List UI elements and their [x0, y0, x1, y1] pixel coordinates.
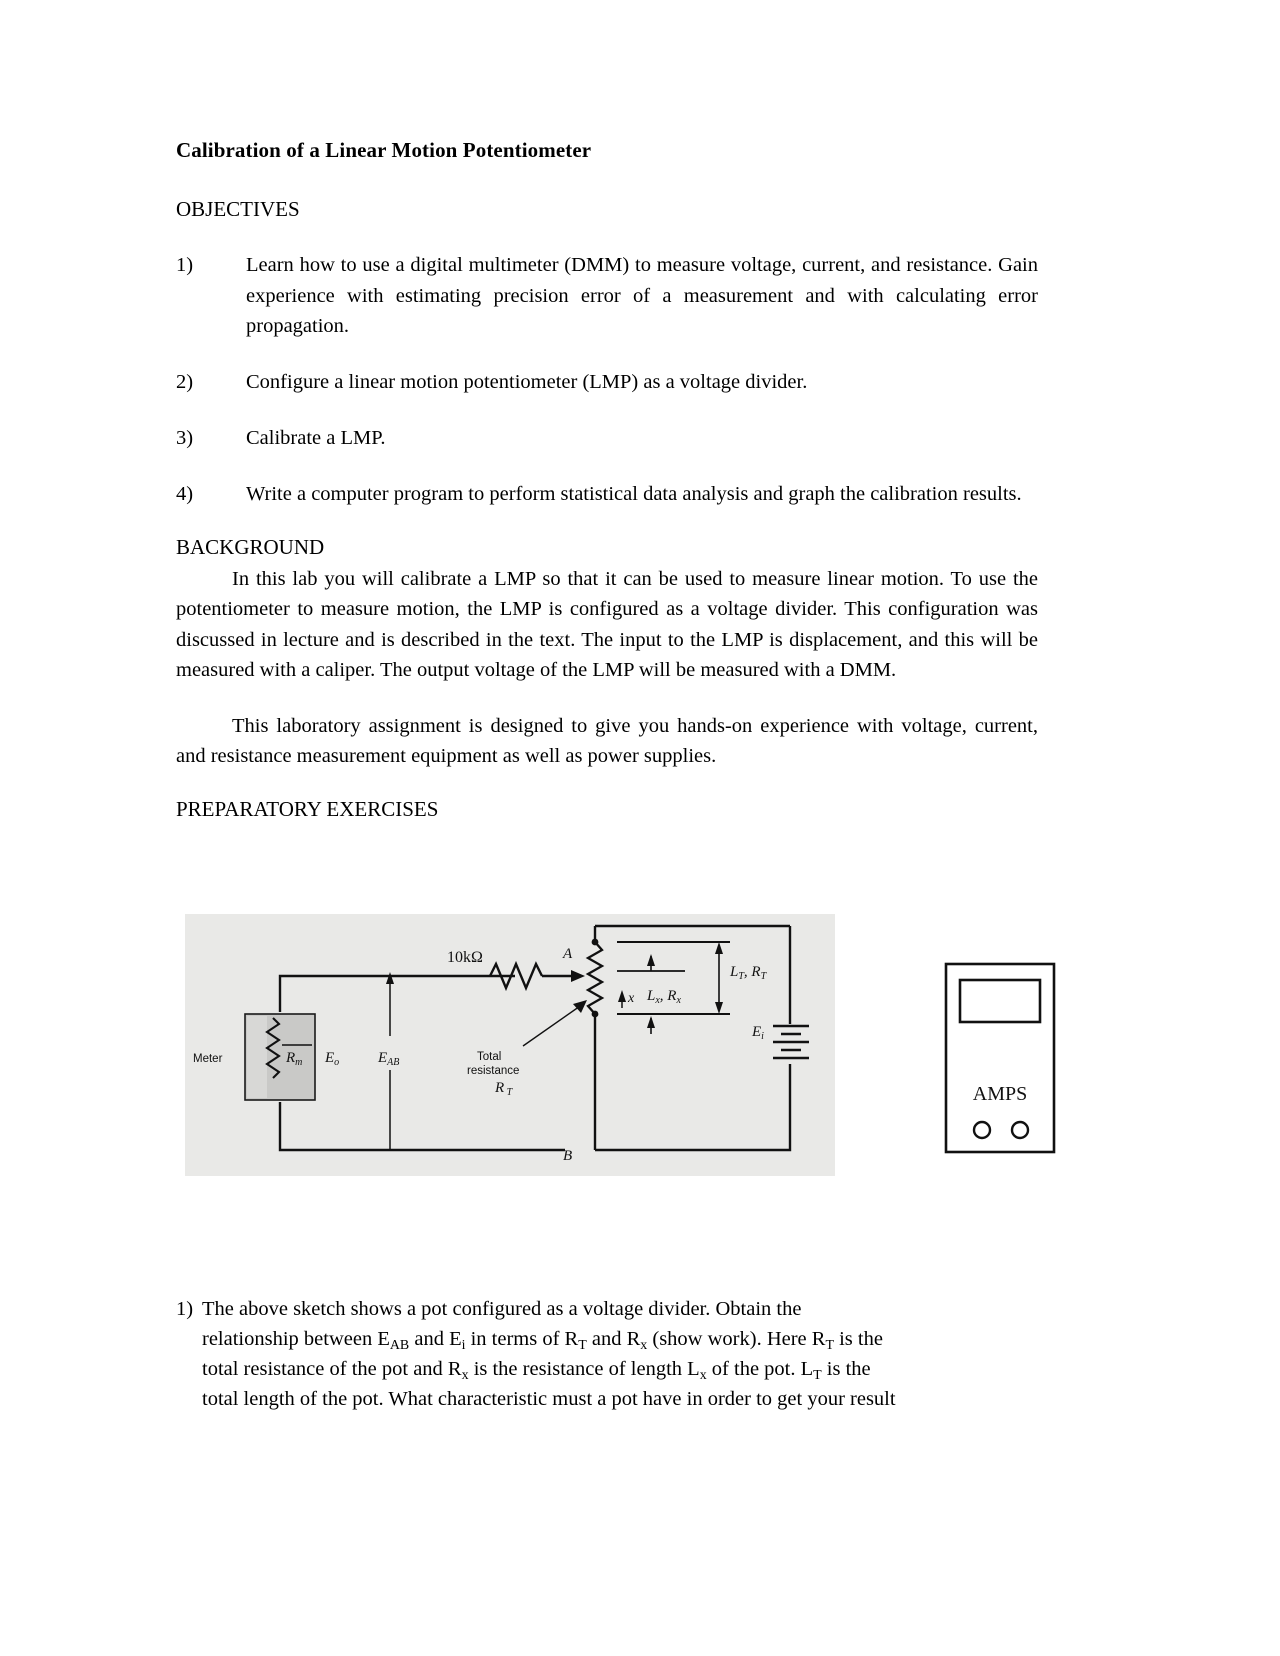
document-content: Calibration of a Linear Motion Potentiom… — [176, 138, 1038, 850]
objective-item: 1) Learn how to use a digital multimeter… — [176, 250, 1038, 340]
total-resistance-callout-line1: Total — [477, 1051, 501, 1063]
objectives-heading: OBJECTIVES — [176, 197, 300, 222]
objective-text: Configure a linear motion potentiometer … — [246, 370, 808, 393]
amps-label: AMPS — [973, 1083, 1027, 1105]
objective-number: 3) — [176, 426, 194, 449]
objective-number: 4) — [176, 483, 194, 505]
objectives-list: 1) Learn how to use a digital multimeter… — [176, 250, 1038, 509]
background-heading: BACKGROUND — [176, 535, 325, 560]
amps-meter[interactable]: AMPS — [940, 958, 1060, 1158]
question-item: 1) The above sketch shows a pot configur… — [176, 1294, 1042, 1415]
background-paragraph-2: This laboratory assignment is designed t… — [176, 714, 1038, 767]
total-resistance-callout-line2: resistance — [467, 1065, 519, 1077]
objective-number: 2) — [176, 370, 194, 393]
meter-label: Meter — [193, 1053, 223, 1065]
question-line-4: total length of the pot. What characteri… — [202, 1388, 896, 1411]
question-number: 1) — [176, 1298, 194, 1320]
figure-area: Meter Rm Eo EAB 10kΩ A B — [185, 914, 1060, 1184]
series-resistor-label: 10kΩ — [447, 949, 483, 966]
travel-x-label: x — [627, 991, 635, 1006]
preparatory-question-area: 1) The above sketch shows a pot configur… — [176, 1294, 1042, 1415]
question-line-2: relationship between EAB and Ei in terms… — [202, 1328, 883, 1354]
page-title: Calibration of a Linear Motion Potentiom… — [176, 138, 592, 162]
node-a-label: A — [562, 946, 573, 962]
objective-item: 4) Write a computer program to perform s… — [176, 479, 1038, 509]
objective-text: Write a computer program to perform stat… — [246, 483, 1022, 505]
objective-text: Calibrate a LMP. — [246, 426, 386, 449]
objective-item: 3) Calibrate a LMP. — [176, 423, 1038, 453]
circuit-diagram: Meter Rm Eo EAB 10kΩ A B — [185, 914, 835, 1176]
objective-item: 2) Configure a linear motion potentiomet… — [176, 367, 1038, 397]
amps-terminal-left — [972, 1120, 992, 1140]
background-paragraph-1: In this lab you will calibrate a LMP so … — [176, 568, 1038, 681]
node-b-label: B — [563, 1148, 572, 1164]
partial-length-resistance-label: Lx, Rx — [646, 988, 681, 1006]
preparatory-exercises-heading: PREPARATORY EXERCISES — [176, 797, 439, 822]
question-line-3: total resistance of the pot and Rx is th… — [202, 1358, 871, 1384]
amps-display — [958, 978, 1042, 1024]
question-line-1: The above sketch shows a pot configured … — [202, 1298, 802, 1320]
objective-number: 1) — [176, 254, 194, 277]
amps-terminal-right — [1010, 1120, 1030, 1140]
objective-text: Learn how to use a digital multimeter (D… — [246, 254, 1038, 337]
source-voltage-label: Ei — [751, 1024, 764, 1042]
question-body: The above sketch shows a pot configured … — [202, 1294, 1042, 1415]
